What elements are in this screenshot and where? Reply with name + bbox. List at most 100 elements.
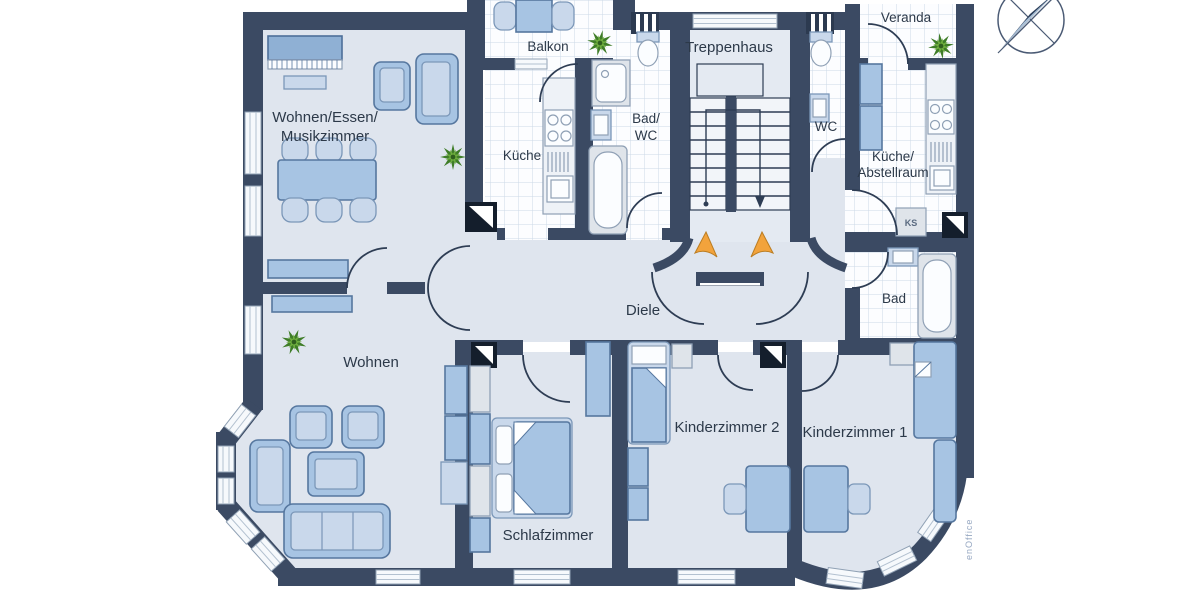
doorway-kueche (505, 228, 548, 240)
shower (591, 59, 631, 107)
desk (803, 465, 849, 533)
wall-wem-east (465, 30, 483, 205)
cabinet (440, 461, 468, 505)
furniture-kueche-abstellraum: KS (859, 63, 957, 237)
washbasin (809, 93, 830, 123)
pillow (631, 345, 667, 365)
door-arc-entry-left (651, 271, 705, 325)
furniture-kinderzimmer-1 (803, 341, 957, 533)
shelf (627, 487, 649, 521)
label-bad: Bad (882, 291, 906, 306)
wall-wohnen-stub-a (263, 282, 347, 294)
washbasin (887, 247, 919, 267)
window (250, 536, 286, 572)
window (244, 111, 262, 175)
bed (913, 341, 957, 439)
doorway-kueche-abstellraum (845, 190, 860, 235)
doors (346, 23, 909, 403)
shelf (627, 447, 649, 487)
armchair (249, 439, 291, 513)
label-kinderzimmer-2: Kinderzimmer 2 (674, 419, 779, 436)
furniture-kinderzimmer-2 (627, 341, 791, 533)
blanket-fold (513, 421, 538, 448)
piano (267, 35, 343, 70)
wall-badwc-south-b (662, 228, 670, 240)
door-arc-kinderzimmer-2 (717, 354, 754, 391)
staircase (689, 63, 791, 212)
wall-kueche-south-b (548, 228, 593, 240)
bench (933, 439, 957, 523)
stove-icon (544, 109, 574, 147)
entry-threshold-gap (700, 283, 760, 286)
furniture-kueche (542, 77, 576, 215)
bench (859, 63, 883, 105)
wardrobe (469, 365, 491, 413)
nightstand (889, 342, 916, 366)
bathtub (917, 253, 957, 339)
ks-label: KS (905, 218, 918, 228)
blanket-fold (513, 488, 538, 515)
piano-keys (271, 60, 338, 69)
label-diele: Diele (626, 302, 660, 319)
piano-bench (283, 75, 327, 90)
wardrobe (469, 465, 491, 517)
sideboard (271, 295, 353, 313)
window (217, 477, 235, 505)
armchair (341, 405, 385, 449)
door-arc-bad (851, 251, 889, 289)
double-bed (491, 417, 573, 519)
balcony-chair (493, 1, 517, 31)
room-labels: Wohnen/Essen/ Musikzimmer Balkon Küche B… (272, 10, 931, 544)
wall-schlaf-kz2 (612, 352, 628, 568)
wall-balkon-right (613, 0, 635, 14)
wall-kueche-south-a (497, 228, 505, 240)
wall-veranda-west (845, 4, 860, 70)
door-arc-schlafzimmer (522, 354, 571, 403)
label-treppenhaus: Treppenhaus (685, 39, 773, 56)
label-balkon: Balkon (527, 39, 568, 54)
furniture-wohnen-essen (267, 35, 459, 223)
bathtub (588, 145, 628, 235)
sofa (283, 503, 391, 559)
stair-steps (690, 111, 790, 197)
sink-drainer (547, 152, 569, 172)
wardrobe (585, 341, 611, 417)
shaft-icon (942, 212, 968, 238)
blanket (513, 421, 571, 515)
watermark: enOffice (964, 519, 974, 560)
window (244, 305, 262, 355)
wardrobe (469, 517, 491, 553)
balcony-chair (551, 1, 575, 31)
dining-table (277, 159, 377, 201)
wall-wohnen-stub-b (387, 282, 425, 294)
desk-chair (723, 483, 747, 515)
stair-walk-line (705, 109, 761, 204)
doorway-bad-wc (626, 228, 662, 240)
vent-icon (806, 12, 834, 34)
stair-divider (726, 96, 736, 212)
chair (315, 197, 343, 223)
shaft-icon (471, 342, 497, 368)
armchair (373, 61, 411, 111)
window (375, 569, 421, 585)
desk (745, 465, 791, 533)
label-bad-wc-line1: Bad/ (632, 111, 660, 126)
floor-diele-nook (810, 158, 845, 242)
compass-rose-icon (997, 0, 1065, 54)
wall-east (956, 4, 974, 478)
sideboard (267, 259, 349, 279)
toilet (636, 31, 660, 67)
window (217, 445, 235, 473)
label-kinderzimmer-1: Kinderzimmer 1 (802, 424, 907, 441)
window (244, 185, 262, 237)
kitchen-sink (929, 165, 955, 191)
kitchen-sink (546, 175, 574, 203)
chair (349, 197, 377, 223)
window (692, 13, 778, 29)
wall-top-left (243, 12, 467, 30)
window (225, 509, 261, 545)
furniture-wohnen (249, 259, 468, 559)
window (825, 567, 865, 589)
bed (627, 341, 671, 445)
window (513, 569, 571, 585)
